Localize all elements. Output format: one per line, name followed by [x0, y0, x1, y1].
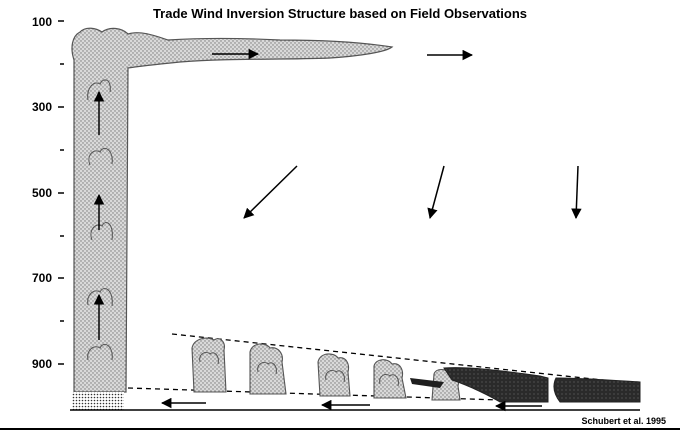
y-label-900: 900 — [32, 357, 52, 371]
y-label-700: 700 — [32, 271, 52, 285]
arrow-icon — [243, 165, 298, 219]
cumulus-cloud-icon — [199, 351, 219, 365]
cumulus-cloud-icon — [87, 288, 113, 307]
stratocumulus-deck — [443, 367, 641, 403]
y-label-300: 300 — [32, 100, 52, 114]
cumulus-cloud-icon — [191, 337, 227, 393]
surface-flow-arrows — [160, 397, 542, 412]
surface-land — [72, 392, 124, 410]
cumulus-cloud-icon — [317, 353, 351, 397]
diagram-title: Trade Wind Inversion Structure based on … — [152, 6, 528, 21]
arrow-icon — [427, 165, 445, 220]
cumulonimbus-tower — [71, 27, 394, 393]
cumulus-cloud-icon — [257, 361, 277, 375]
cumulus-cloud-icon — [71, 27, 394, 393]
stratocumulus-cloud — [443, 367, 549, 403]
cumulus-cloud-icon — [373, 359, 407, 399]
cumulus-cloud-icon — [87, 79, 111, 101]
cumulus-cloud-icon — [249, 343, 287, 395]
inversion-top-line — [171, 333, 641, 385]
cumulus-cloud-icon — [325, 369, 345, 383]
trade-cumulus-row — [191, 337, 461, 401]
cumulus-cloud-icon — [90, 222, 113, 241]
stratocumulus-wisp — [410, 378, 444, 388]
arrow-icon — [571, 165, 582, 220]
cumulus-cloud-icon — [379, 373, 399, 387]
cumulus-cloud-icon — [87, 344, 113, 361]
stratocumulus-cloud — [553, 377, 641, 403]
subsidence-arrows — [243, 165, 582, 220]
y-label-100: 100 — [32, 15, 52, 29]
bottom-border — [0, 428, 680, 430]
y-label-500: 500 — [32, 186, 52, 200]
source-credit: Schubert et al. 1995 — [581, 416, 666, 426]
cumulus-cloud-icon — [88, 148, 113, 166]
y-axis: 100 300 500 700 900 — [32, 15, 64, 371]
